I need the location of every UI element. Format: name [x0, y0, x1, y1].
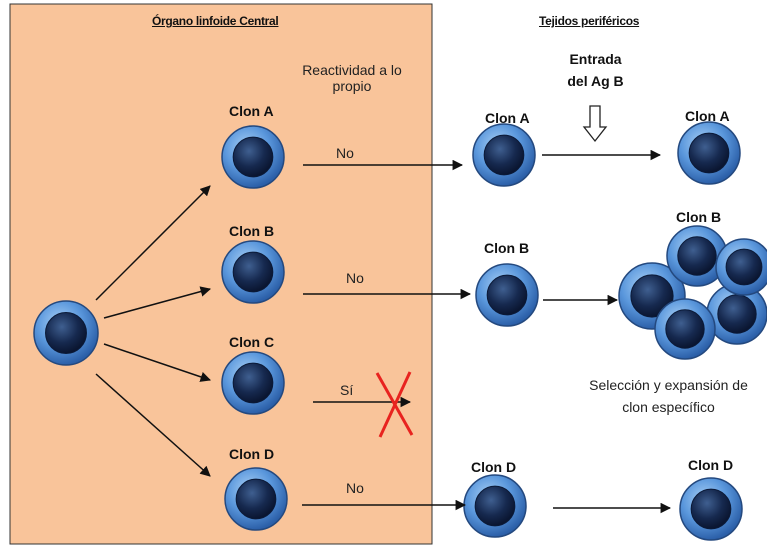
rejection-cross-mark	[375, 371, 414, 438]
expanded-clone-b-cluster	[618, 225, 767, 360]
cell-nucleus	[235, 478, 277, 520]
reactivity-header-line-1: Reactividad a lo	[302, 62, 402, 78]
central-cell-d	[224, 467, 288, 531]
cell-nucleus	[474, 485, 516, 527]
cell-nucleus	[630, 274, 674, 318]
clone-b-final-label: Clon B	[676, 209, 722, 225]
branch-arrow-c	[103, 343, 211, 382]
branch-arrow-a	[95, 185, 211, 301]
cell-nucleus	[725, 248, 763, 286]
cell-nucleus	[232, 136, 274, 178]
clone-a-peripheral-label: Clon A	[485, 110, 530, 126]
answer-d: No	[346, 480, 364, 496]
answer-b: No	[346, 270, 364, 286]
final-cell-a	[677, 121, 741, 185]
central-cell-a	[221, 125, 285, 189]
clone-c-central-label: Clon C	[229, 334, 275, 350]
progenitor-cell	[33, 300, 99, 366]
central-cell-b	[221, 240, 285, 304]
cell-nucleus	[232, 362, 274, 404]
cell-nucleus	[232, 251, 274, 293]
central-cell-c	[221, 351, 285, 415]
clone-a-central-label: Clon A	[229, 103, 274, 119]
cell-nucleus	[45, 312, 87, 354]
reactivity-header-line-2: propio	[332, 78, 372, 94]
answer-a: No	[336, 145, 354, 161]
cell-nucleus	[690, 488, 732, 530]
antigen-entry-label: Entrada del Ag B	[548, 48, 643, 92]
antigen-entry-line-2: del Ag B	[567, 73, 624, 89]
central-organ-region	[9, 3, 433, 545]
clone-d-final-label: Clon D	[688, 457, 734, 473]
peripheral-cell-b	[475, 263, 539, 327]
answer-c: Sí	[340, 382, 354, 398]
selection-expansion-note: Selección y expansión de clon específico	[570, 374, 767, 418]
cell-nucleus	[717, 294, 757, 334]
peripheral-cell-d	[463, 474, 527, 538]
peripheral-cell-a	[472, 123, 536, 187]
clone-d-peripheral-label: Clon D	[471, 459, 517, 475]
antigen-entry-line-1: Entrada	[569, 51, 622, 67]
cell-nucleus	[483, 134, 525, 176]
selection-note-line-1: Selección y expansión de	[589, 377, 748, 393]
clone-b-central-label: Clon B	[229, 223, 275, 239]
cell-nucleus	[665, 309, 705, 349]
cell-nucleus	[688, 132, 730, 174]
cell-nucleus	[677, 236, 717, 276]
antigen-entry-arrow	[582, 105, 608, 143]
reactivity-header: Reactividad a lo propio	[294, 62, 410, 94]
branch-arrow-b	[103, 286, 212, 319]
clone-a-final-label: Clon A	[685, 108, 730, 124]
clone-d-central-label: Clon D	[229, 446, 275, 462]
peripheral-tissues-title: Tejidos periféricos	[539, 14, 640, 28]
clone-b-peripheral-label: Clon B	[484, 240, 530, 256]
selection-note-line-2: clon específico	[622, 399, 715, 415]
cell-nucleus	[486, 274, 528, 316]
branch-arrow-d	[95, 373, 211, 477]
central-organ-title: Órgano linfoide Central	[152, 14, 279, 28]
final-cell-d	[679, 477, 743, 541]
